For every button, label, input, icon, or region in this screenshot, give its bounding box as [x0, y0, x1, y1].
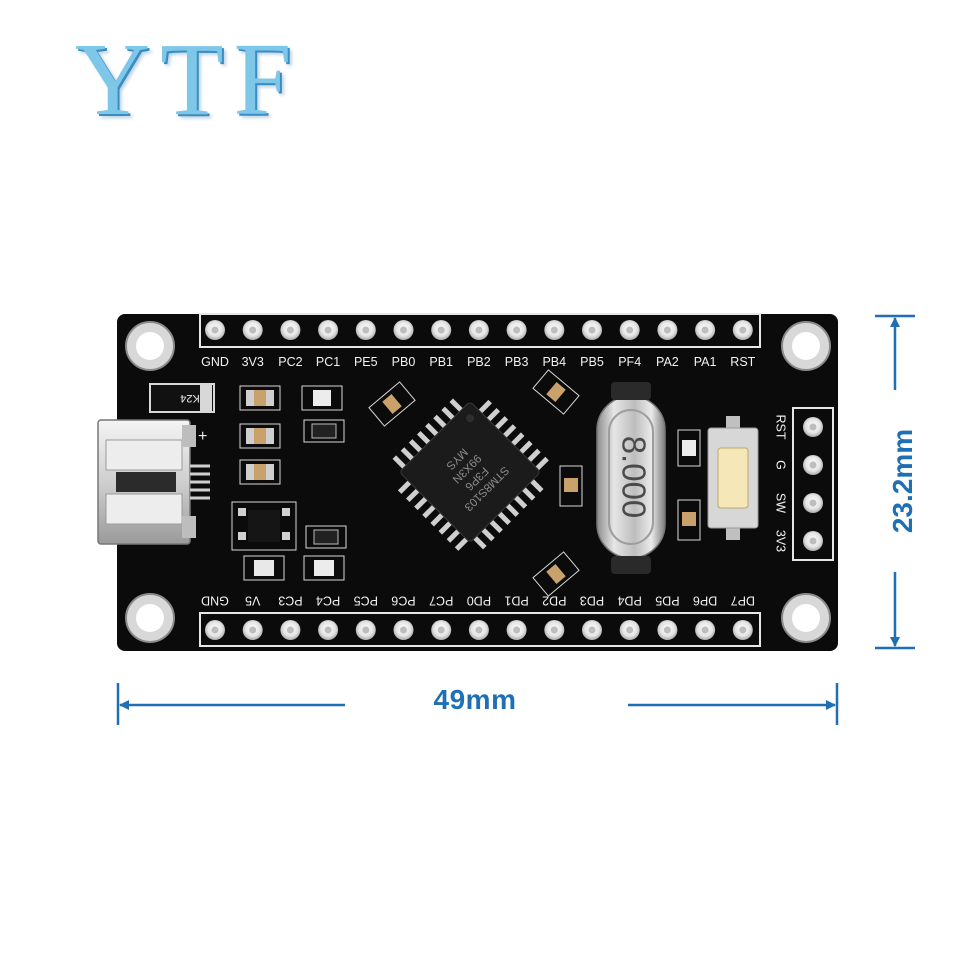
pin-hole: [663, 326, 671, 334]
reset-button-icon[interactable]: [707, 416, 759, 540]
mounting-holes: [125, 321, 831, 643]
pin-hole: [809, 537, 817, 545]
bottom-pin-label: PC6: [391, 594, 415, 608]
pin-hole: [626, 626, 634, 634]
mcu-chip-icon: [392, 398, 549, 551]
diode-label: K24: [180, 392, 200, 404]
top-pin-label: PF4: [618, 355, 641, 369]
pin-hole: [324, 326, 332, 334]
pin-hole: [809, 499, 817, 507]
pin-hole: [809, 423, 817, 431]
bottom-pin-label: V5: [245, 594, 260, 608]
bottom-pin-label: PD2: [542, 594, 566, 608]
diode: K24: [149, 383, 215, 413]
usb-pins: [190, 464, 210, 500]
top-pin-label: PA2: [656, 355, 679, 369]
bottom-pin-label: DP7: [731, 594, 755, 608]
bottom-pin-label: PD5: [655, 594, 679, 608]
top-pin-label: PC1: [316, 355, 340, 369]
bottom-pin-label: DP6: [693, 594, 717, 608]
pin-hole: [211, 626, 219, 634]
pin-hole: [362, 626, 370, 634]
top-pin-label: 3V3: [242, 355, 264, 369]
smd-components: [231, 369, 701, 597]
dimension-lines: [116, 314, 915, 725]
pin-hole: [400, 626, 407, 634]
crystal-frequency: 8.000: [615, 436, 652, 519]
side-pin-labels: RST G SW 3V3: [774, 415, 788, 553]
pin-hole: [324, 626, 332, 634]
side-header-outline: [792, 407, 834, 561]
pin-hole: [739, 626, 747, 634]
side-pin-label: 3V3: [774, 530, 788, 552]
pin-hole: [249, 326, 257, 334]
top-pin-labels: GND 3V3 PC2 PC1 PE5 PB0 PB1 PB2 PB3 PB4 PB5 PF4 PA2 P…: [201, 355, 756, 369]
bottom-pin-label: PC7: [429, 594, 453, 608]
top-pin-pads: [205, 320, 753, 340]
pin-hole: [513, 326, 521, 334]
width-dimension-label: 49mm: [433, 684, 517, 715]
pin-hole: [211, 326, 219, 334]
pin-hole: [362, 326, 370, 334]
top-pin-label: PA1: [694, 355, 717, 369]
brand-logo: YTF: [75, 22, 302, 137]
top-pin-label: PB0: [392, 355, 416, 369]
bottom-header-outline: [199, 612, 761, 647]
pin-hole: [550, 626, 558, 634]
pin-hole: [437, 326, 445, 334]
pin-hole: [626, 326, 634, 334]
pin-hole: [286, 326, 294, 334]
top-pin-label: RST: [730, 355, 755, 369]
top-pin-label: PB2: [467, 355, 491, 369]
bottom-pin-pads: [205, 620, 753, 640]
bottom-pin-label: PC4: [316, 594, 340, 608]
top-pin-label: PB3: [505, 355, 529, 369]
top-pin-label: PE5: [354, 355, 378, 369]
bottom-pin-label: PD3: [580, 594, 604, 608]
bottom-pin-label: GND: [201, 594, 229, 608]
pin-hole: [701, 626, 709, 634]
pin-hole: [550, 326, 558, 334]
pin-hole: [588, 626, 596, 634]
height-dimension-label: 23.2mm: [887, 428, 918, 534]
pin-hole: [809, 461, 817, 469]
pin-hole: [588, 326, 596, 334]
side-pin-label: G: [774, 460, 788, 470]
top-pin-label: PC2: [278, 355, 302, 369]
side-pin-pads: [803, 417, 823, 551]
side-pin-label: RST: [774, 415, 788, 440]
top-pin-label: PB5: [580, 355, 604, 369]
bottom-pin-labels: GND V5 PC3 PC4 PC5 PC6 PC7 PD0 PD1 PD2 PD3 PD4 PD5 DP…: [201, 594, 755, 608]
bottom-pin-label: PD1: [504, 594, 528, 608]
pin-hole: [286, 626, 294, 634]
pin-hole: [400, 326, 407, 334]
pin-hole: [475, 626, 483, 634]
pin-hole: [513, 626, 521, 634]
top-header-outline: [199, 313, 761, 348]
bottom-pin-label: PC5: [354, 594, 378, 608]
pin-hole: [701, 326, 709, 334]
pin-hole: [739, 326, 747, 334]
top-pin-label: GND: [201, 355, 229, 369]
plus-sign: +: [198, 428, 207, 445]
top-pin-label: PB1: [429, 355, 453, 369]
pin-hole: [249, 626, 257, 634]
pin-hole: [437, 626, 445, 634]
micro-usb-connector-icon[interactable]: [97, 419, 196, 545]
pin-hole: [475, 326, 483, 334]
bottom-pin-label: PD0: [467, 594, 491, 608]
side-pin-label: SW: [774, 493, 788, 513]
bottom-pin-label: PC3: [278, 594, 302, 608]
top-pin-label: PB4: [542, 355, 566, 369]
pin-hole: [663, 626, 671, 634]
crystal-icon: 8.000: [596, 382, 666, 574]
bottom-pin-label: PD4: [617, 594, 641, 608]
